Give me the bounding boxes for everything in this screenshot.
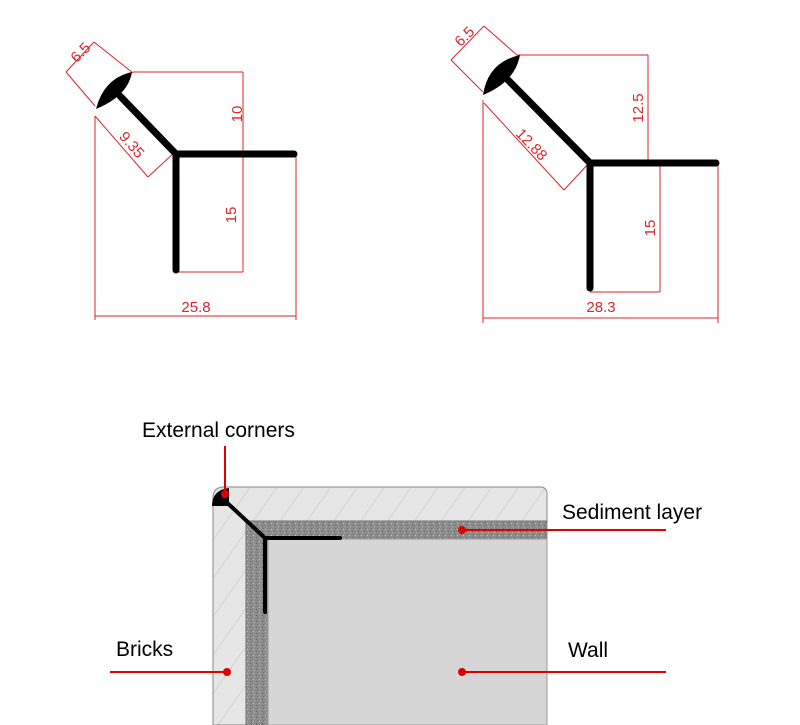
rounded-cap <box>96 72 132 109</box>
dim-leg-height: 15 <box>642 220 659 237</box>
dim-arm-diagonal: 9.35 <box>115 128 147 161</box>
profile-large: 6.5 12.88 12.5 15 28.3 <box>450 23 720 323</box>
bricks-band <box>212 486 548 725</box>
callout-bricks: Bricks <box>110 638 231 676</box>
label-bricks: Bricks <box>116 638 173 661</box>
dim-cap-width: 6.5 <box>451 23 478 50</box>
installation-diagram: External corners Sediment layer Bricks W… <box>110 419 702 725</box>
rounded-cap <box>483 55 520 95</box>
profile-shape <box>483 55 720 292</box>
callout-sediment-layer: Sediment layer <box>458 501 702 534</box>
installed-corner-profile <box>212 488 342 614</box>
dim-total-width: 25.8 <box>181 299 210 316</box>
profile-small: 6.5 9.35 10 15 25.8 <box>65 39 298 320</box>
dimension-lines <box>450 25 719 323</box>
dim-leg-height: 15 <box>223 207 240 224</box>
dim-cap-height: 10 <box>229 106 246 123</box>
label-external-corners: External corners <box>142 419 295 442</box>
profile-shape <box>96 72 298 274</box>
label-sediment-layer: Sediment layer <box>562 501 702 524</box>
dim-cap-width: 6.5 <box>67 39 94 66</box>
wall-body <box>267 538 548 725</box>
dim-arm-diagonal: 12.88 <box>512 125 550 164</box>
dimension-lines <box>65 41 297 320</box>
callout-wall: Wall <box>458 639 666 676</box>
callout-external-corners: External corners <box>142 419 295 498</box>
dim-total-width: 28.3 <box>586 299 615 316</box>
dim-cap-height: 12.5 <box>630 93 647 122</box>
label-wall: Wall <box>568 639 608 662</box>
